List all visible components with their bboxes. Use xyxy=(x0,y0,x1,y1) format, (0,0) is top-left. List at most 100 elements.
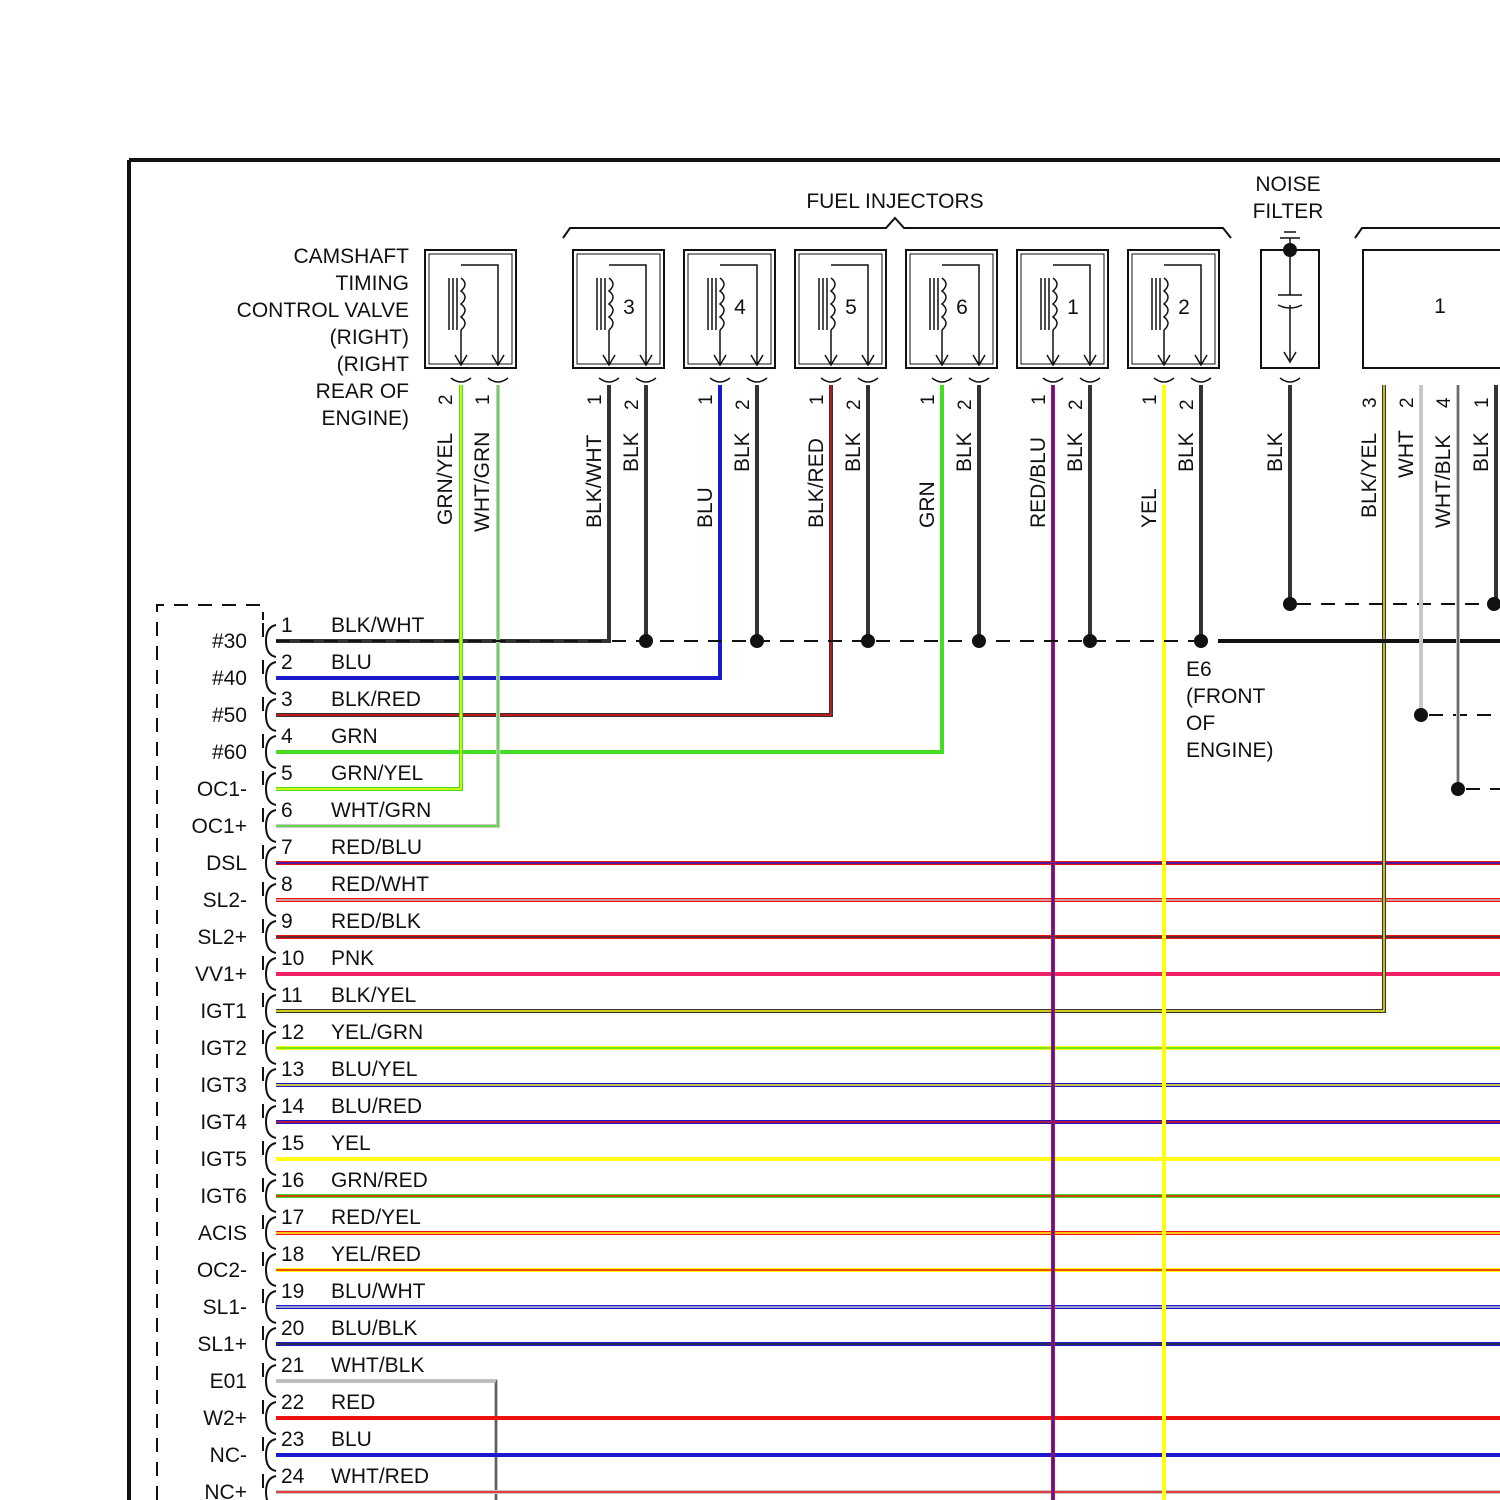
ecm-wire-color-label: BLK/WHT xyxy=(331,614,425,637)
component-number: 3 xyxy=(623,296,635,319)
right-bracket xyxy=(1355,228,1500,238)
ecm-pin-number: 2 xyxy=(281,651,293,674)
coil-lead xyxy=(461,265,498,365)
right-component-wire-label: BLK/YEL xyxy=(1358,433,1381,518)
ecm-pin-name: SL2+ xyxy=(197,926,247,949)
ecm-terminal-icon xyxy=(263,734,276,768)
right-component-box: 1 xyxy=(1363,250,1500,368)
ecm-wire-color-label: BLU xyxy=(331,651,372,674)
ground-e6-label: (FRONT xyxy=(1186,685,1265,708)
component-number: 6 xyxy=(956,296,968,319)
ecm-wire-color-label: GRN xyxy=(331,725,378,748)
injector-pin-label: 1 xyxy=(585,394,606,405)
ecm-terminal-icon xyxy=(263,771,276,805)
ecm-wire-color-label: BLU/YEL xyxy=(331,1058,417,1081)
ecm-wire-color-label: PNK xyxy=(331,947,374,970)
camshaft-wire-label: WHT/GRN xyxy=(471,432,494,532)
ecm-terminal-icon xyxy=(263,1104,276,1138)
camshaft-label-line: (RIGHT) xyxy=(330,326,409,349)
camshaft-pin-label: 2 xyxy=(436,394,457,405)
ground-e6-label: E6 xyxy=(1186,658,1212,681)
ecm-pin-name: NC- xyxy=(210,1444,247,1467)
injector-wire-label: RED/BLU xyxy=(1027,437,1050,528)
ecm-pin-number: 24 xyxy=(281,1465,305,1488)
ecm-pin-number: 6 xyxy=(281,799,293,822)
ecm-pin-number: 12 xyxy=(281,1021,304,1044)
fuel-injector-6-box xyxy=(906,250,997,368)
ecm-pin-number: 23 xyxy=(281,1428,304,1451)
ecm-pin-number: 19 xyxy=(281,1280,304,1303)
fuel-injector-3: 3 xyxy=(573,250,664,382)
ecm-wire-color-label: RED/YEL xyxy=(331,1206,421,1229)
ecm-terminal-icon xyxy=(263,993,276,1027)
ecm-pin-number: 7 xyxy=(281,836,293,859)
injector-wire-label: BLU xyxy=(694,487,717,528)
component-number: 4 xyxy=(734,296,746,319)
noise-filter-terminal-dot xyxy=(1283,243,1297,257)
ecm-pin-number: 21 xyxy=(281,1354,304,1377)
coil-icon xyxy=(831,278,835,330)
ecm-pin-name: OC1- xyxy=(197,778,247,801)
coil-icon xyxy=(942,278,946,330)
terminal-icon xyxy=(710,378,730,382)
injector-wire-label: BLK xyxy=(731,432,754,472)
injector-pin-label: 2 xyxy=(622,399,643,410)
injector-pin-label: 2 xyxy=(1177,399,1198,410)
ecm-terminal-icon xyxy=(263,1326,276,1360)
fuel-injector-4: 4 xyxy=(684,250,775,382)
ground-splice-dot xyxy=(972,634,986,648)
fuel-injector-5-inner xyxy=(799,254,882,364)
ecm-pin-name: VV1+ xyxy=(195,963,247,986)
ecm-terminal-icon xyxy=(263,808,276,842)
ecm-terminal-icon xyxy=(263,1067,276,1101)
fuel-injector-1-inner xyxy=(1021,254,1104,364)
fuel-injector-1-box xyxy=(1017,250,1108,368)
ecm-pin-number: 10 xyxy=(281,947,304,970)
camshaft-valve-box xyxy=(425,250,516,382)
camshaft-valve-box-inner xyxy=(429,254,512,364)
ecm-pin-name: #50 xyxy=(212,704,247,727)
ecm-wire-color-label: RED/WHT xyxy=(331,873,429,896)
component-number: 1 xyxy=(1067,296,1079,319)
injector-wire-label: BLK/WHT xyxy=(583,434,606,528)
ecm-terminal-icon xyxy=(263,623,276,657)
ecm-wire-color-label: BLK/RED xyxy=(331,688,421,711)
right-component-wire-label: WHT/BLK xyxy=(1432,435,1455,528)
ecm-pin-name: #30 xyxy=(212,630,247,653)
ecm-pin-name: NC+ xyxy=(204,1481,247,1500)
ecm-wire-color-label: BLU/WHT xyxy=(331,1280,426,1303)
right-component-pin-label: 1 xyxy=(1472,397,1493,408)
fuel-injector-2: 2 xyxy=(1128,250,1219,382)
injector-wire-label: YEL xyxy=(1138,488,1161,528)
ecm-pin-number: 9 xyxy=(281,910,293,933)
splice-dot xyxy=(1451,782,1465,796)
fuel-injector-2-box xyxy=(1128,250,1219,368)
terminal-icon xyxy=(636,378,656,382)
terminal-icon xyxy=(858,378,878,382)
terminal-icon xyxy=(1080,378,1100,382)
splice-dot xyxy=(1414,708,1428,722)
ecm-pin-number: 20 xyxy=(281,1317,304,1340)
right-component-pin-label: 2 xyxy=(1397,397,1418,408)
ecm-pin-number: 14 xyxy=(281,1095,305,1118)
injector-wire-label: GRN xyxy=(916,481,939,528)
terminal-icon xyxy=(747,378,767,382)
ecm-pin-name: E01 xyxy=(210,1370,247,1393)
fuel-injector-5-box xyxy=(795,250,886,368)
ecm-terminal-icon xyxy=(263,1178,276,1212)
noise-filter-wire-label: BLK xyxy=(1264,432,1287,472)
terminal-icon xyxy=(1191,378,1211,382)
ecm-pin-number: 18 xyxy=(281,1243,304,1266)
ecm-terminal-icon xyxy=(263,845,276,879)
injector-pin-label: 1 xyxy=(1140,394,1161,405)
terminal-icon xyxy=(599,378,619,382)
ecm-pin-name: IGT1 xyxy=(200,1000,247,1023)
right-component-pin-label: 3 xyxy=(1360,397,1381,408)
injector-pin-label: 1 xyxy=(918,394,939,405)
injector-wire-label: BLK xyxy=(620,432,643,472)
ground-splice-dot xyxy=(750,634,764,648)
fuel-injector-4-box xyxy=(684,250,775,368)
fuel-injector-5: 5 xyxy=(795,250,886,382)
fuel-injector-3-box xyxy=(573,250,664,368)
ecm-terminal-icon xyxy=(263,1400,276,1434)
